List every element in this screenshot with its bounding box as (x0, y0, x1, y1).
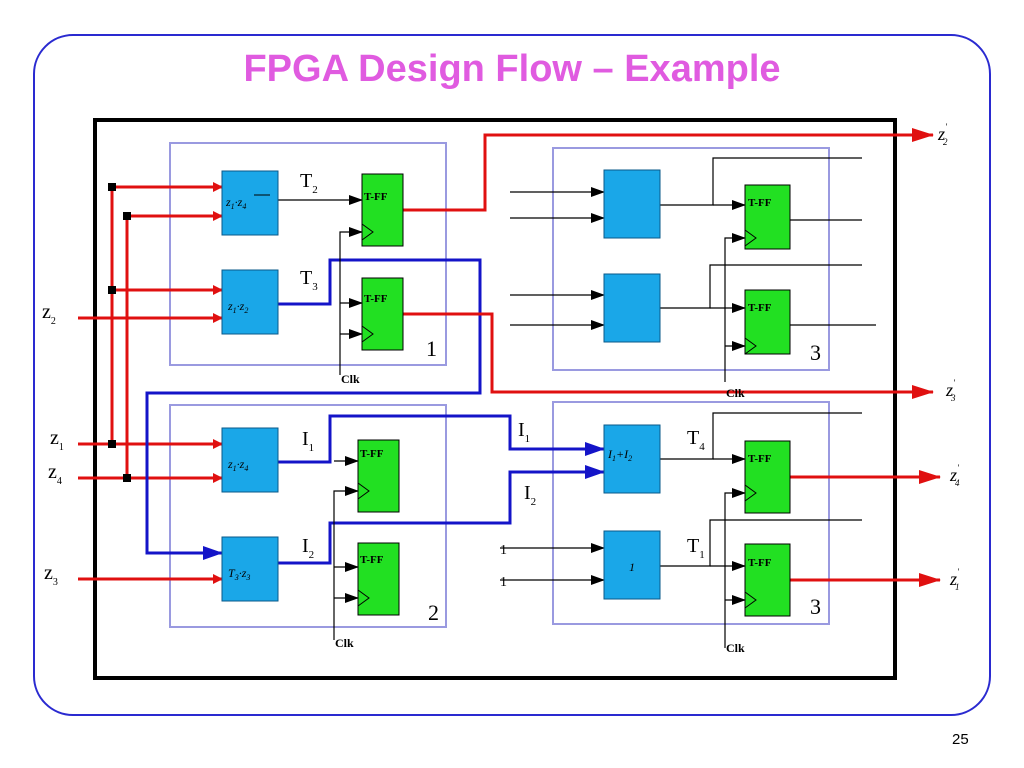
region-2-number: 2 (428, 600, 439, 625)
constant-one-a: 1 (500, 543, 507, 558)
input-label-z1: z1 (50, 427, 64, 453)
region-3-bottom-number: 3 (810, 594, 821, 619)
signal-label-T3: T3 (300, 267, 318, 293)
svg-text:T-FF: T-FF (364, 191, 388, 203)
input-label-z3: z3 (44, 562, 58, 588)
logic-block-z1-z2: z1·z2 (221, 269, 279, 335)
input-label-z4: z4 (48, 461, 62, 487)
svg-text:T-FF: T-FF (360, 448, 384, 460)
region-3-top (552, 147, 830, 371)
svg-text:T-FF: T-FF (748, 557, 772, 569)
flip-flop-region2-b: T-FF (357, 542, 400, 616)
svg-text:I1+I2: I1+I2 (607, 447, 632, 463)
region-3-bottom (552, 401, 830, 625)
svg-text:z1·z4: z1·z4 (225, 195, 246, 211)
flip-flop-region3top-a: T-FF (744, 184, 791, 250)
logic-block-unconfigured-2 (603, 273, 661, 343)
junction-dot (123, 212, 131, 220)
output-wires (403, 128, 941, 587)
svg-text:T-FF: T-FF (748, 302, 772, 314)
svg-text:z1·z4: z1·z4 (227, 457, 248, 473)
junction-dot (123, 474, 131, 482)
constant-one-b: 1 (500, 575, 507, 590)
signal-label-I1-left: I1 (302, 428, 314, 454)
signal-label-I2-right: I2 (524, 482, 536, 508)
flip-flop-region1-a: T-FF (361, 173, 404, 247)
flip-flop-region3bottom-a: T-FF (744, 440, 791, 514)
svg-text:1: 1 (629, 560, 635, 574)
output-label-z4-prime: z′4 (949, 463, 960, 488)
junction-dot (108, 286, 116, 294)
flip-flop-region3top-b: T-FF (744, 289, 791, 355)
input-label-z2: z2 (42, 301, 56, 327)
flip-flop-region2-a: T-FF (357, 439, 400, 513)
region-3-top-number: 3 (810, 340, 821, 365)
clock-label-region3-bottom: Clk (726, 641, 745, 655)
clock-label-region1: Clk (341, 372, 360, 386)
clock-label-region3-top: Clk (726, 386, 745, 400)
output-label-z3-prime: z′3 (945, 378, 956, 403)
logic-block-z1-z4bar: z1·z4 (221, 170, 279, 236)
region-2 (169, 404, 447, 628)
clock-label-region2: Clk (335, 636, 354, 650)
signal-label-T2: T2 (300, 170, 318, 196)
logic-block-I1-plus-I2: I1+I2 (603, 424, 661, 494)
region-1 (169, 142, 447, 366)
svg-text:T-FF: T-FF (364, 293, 388, 305)
input-wires (78, 182, 223, 584)
flip-flop-region3bottom-b: T-FF (744, 543, 791, 617)
routing-wires-blue (145, 258, 605, 565)
flip-flop-region1-b: T-FF (361, 277, 404, 351)
junction-dot (108, 440, 116, 448)
logic-block-unconfigured-1 (603, 169, 661, 239)
signal-label-I1-right: I1 (518, 419, 530, 445)
slide-frame (33, 34, 991, 716)
page-number: 25 (952, 731, 969, 748)
signal-label-I2-left: I2 (302, 535, 314, 561)
svg-text:T-FF: T-FF (748, 197, 772, 209)
logic-block-z1-z4: z1·z4 (221, 427, 279, 493)
signal-label-T4: T4 (687, 427, 705, 453)
svg-text:T3·z3: T3·z3 (228, 566, 250, 582)
logic-block-T3-z3: T3·z3 (221, 536, 279, 602)
region-1-number: 1 (426, 336, 437, 361)
output-label-z1-prime: z′1 (949, 567, 960, 592)
svg-text:z1·z2: z1·z2 (227, 299, 248, 315)
output-label-z2-prime: z′2 (937, 122, 948, 147)
logic-block-constant-one: 1 (603, 530, 661, 600)
svg-text:T-FF: T-FF (360, 554, 384, 566)
internal-wires (278, 157, 876, 648)
svg-text:T-FF: T-FF (748, 453, 772, 465)
signal-label-T1: T1 (687, 535, 705, 561)
fpga-chip-boundary (93, 118, 897, 680)
junction-dot (108, 183, 116, 191)
slide-title: FPGA Design Flow – Example (243, 48, 781, 90)
